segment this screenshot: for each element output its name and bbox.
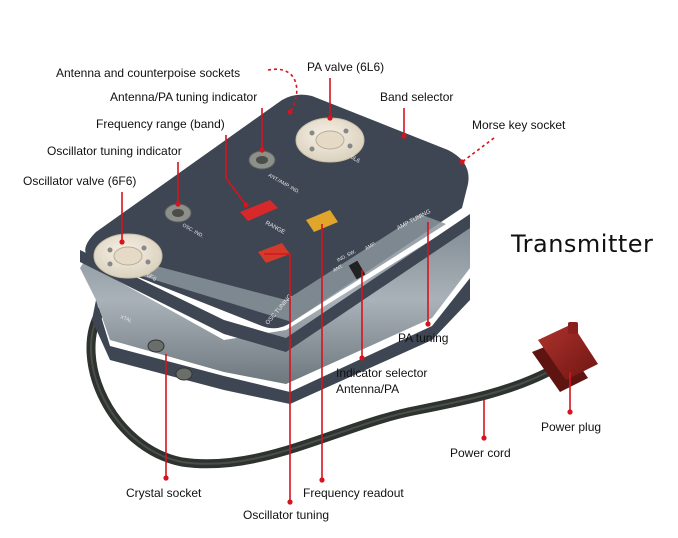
leader-power-cord-dot bbox=[481, 435, 487, 441]
leader-antenna-pa-indicator-dot bbox=[259, 147, 265, 153]
leader-power-plug-dot bbox=[567, 409, 573, 415]
leader-osc-tuning bbox=[264, 253, 291, 502]
label-osc-valve: Oscillator valve (6F6) bbox=[23, 174, 137, 188]
power-plug-shape bbox=[532, 322, 598, 392]
leader-antenna-sockets-tip bbox=[287, 109, 293, 115]
top-band-shape bbox=[96, 214, 446, 322]
ant-amp-indicator-shape bbox=[248, 150, 276, 170]
label-pa-valve: PA valve (6L6) bbox=[307, 60, 385, 74]
range-window-shape bbox=[240, 200, 278, 221]
label-antenna-pa-indicator: Antenna/PA tuning indicator bbox=[110, 90, 258, 104]
label-indicator-selector: Indicator selector Antenna/PA bbox=[336, 365, 427, 397]
leader-frequency-readout-dot bbox=[319, 477, 325, 483]
marking-6f6: 6F6 bbox=[145, 273, 158, 284]
leader-osc-tuning-indicator-dot bbox=[175, 201, 181, 207]
marking-ant: ANT. bbox=[332, 263, 344, 273]
label-morse-key-socket: Morse key socket bbox=[472, 118, 566, 132]
leader-frequency-range-dot bbox=[243, 202, 249, 208]
label-band-selector: Band selector bbox=[380, 90, 454, 104]
leader-frequency-range bbox=[225, 135, 247, 206]
label-indicator-selector-line1: Indicator selector bbox=[336, 366, 428, 380]
leader-crystal-socket-dot bbox=[163, 475, 169, 481]
leader-morse-key-socket bbox=[461, 137, 495, 163]
leader-antenna-sockets bbox=[267, 68, 298, 113]
label-power-cord: Power cord bbox=[450, 446, 511, 460]
pa-valve-shape bbox=[295, 117, 365, 163]
label-frequency-readout: Frequency readout bbox=[303, 486, 404, 500]
label-frequency-range: Frequency range (band) bbox=[96, 117, 225, 131]
label-osc-tuning: Oscillator tuning bbox=[243, 508, 330, 522]
readout-window-shape bbox=[306, 210, 338, 232]
label-indicator-selector-line2: Antenna/PA bbox=[336, 382, 400, 396]
diagram-title: Transmitter bbox=[511, 230, 654, 258]
case-side-shape bbox=[80, 216, 470, 384]
top-panel-shape bbox=[85, 94, 469, 329]
leader-indicator-selector-dot bbox=[359, 355, 365, 361]
leader-osc-tuning-dot bbox=[287, 499, 293, 505]
leader-pa-valve-dot bbox=[327, 115, 333, 121]
leader-morse-key-socket-tip bbox=[459, 159, 465, 165]
leader-pa-tuning-dot bbox=[425, 321, 431, 327]
leader-osc-valve-dot bbox=[119, 239, 125, 245]
marking-amp: AMP. bbox=[364, 241, 377, 252]
marking-6l6: 6L6 bbox=[349, 155, 361, 166]
osc-valve-shape bbox=[93, 233, 163, 279]
marking-xtal: XTAL bbox=[119, 314, 133, 324]
label-crystal-socket: Crystal socket bbox=[126, 486, 202, 500]
label-antenna-sockets: Antenna and counterpoise sockets bbox=[56, 66, 241, 80]
osc-indicator-shape bbox=[164, 203, 192, 223]
label-pa-tuning: PA tuning bbox=[398, 331, 449, 345]
leader-band-selector-dot bbox=[401, 133, 407, 139]
label-osc-tuning-indicator: Oscillator tuning indicator bbox=[47, 144, 182, 158]
leader-lines bbox=[119, 68, 573, 505]
label-power-plug: Power plug bbox=[541, 420, 602, 434]
crystal-socket-shape bbox=[147, 339, 193, 381]
